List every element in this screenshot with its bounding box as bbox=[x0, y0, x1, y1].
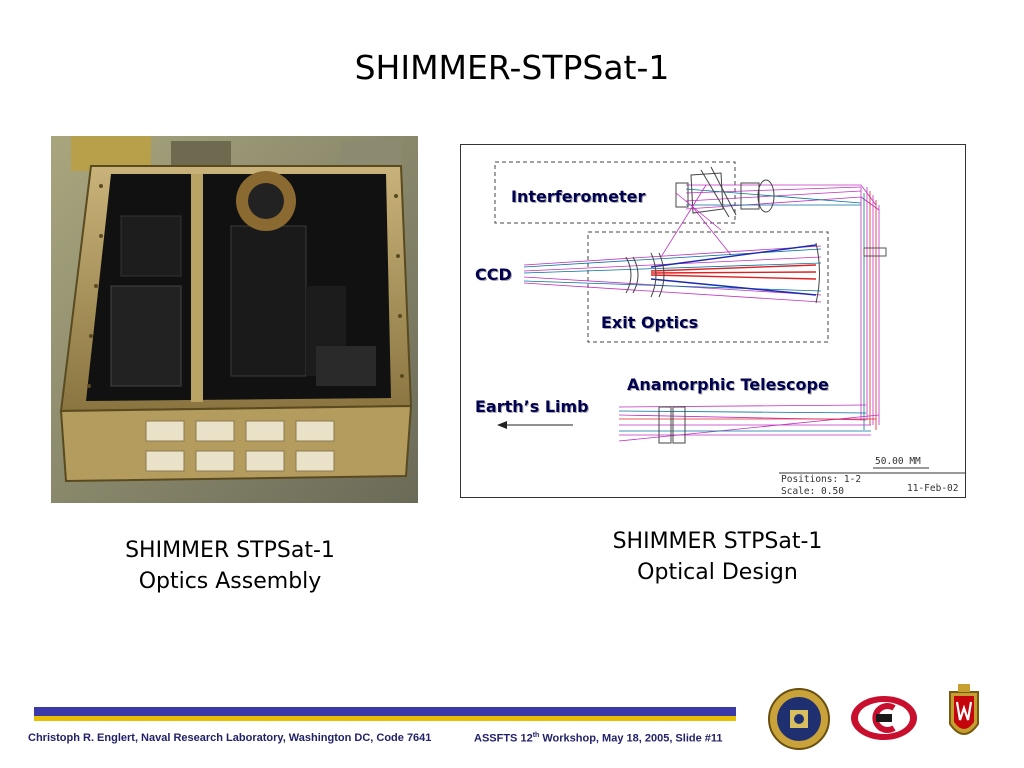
optical-design-diagram: Interferometer CCD Exit Optics Anamorphi… bbox=[460, 144, 966, 498]
design-caption-line1: SHIMMER STPSat-1 bbox=[612, 529, 823, 554]
mascot-shield-logo bbox=[851, 696, 917, 740]
footer-bar-blue bbox=[34, 707, 736, 716]
footer-workshop: ASSFTS 12th Workshop, May 18, 2005, Slid… bbox=[474, 732, 723, 745]
earths-limb-label: Earth’s Limb bbox=[475, 397, 589, 416]
anamorphic-telescope-label: Anamorphic Telescope bbox=[627, 375, 829, 394]
footer-author: Christoph R. Englert, Naval Research Lab… bbox=[28, 732, 432, 744]
slide-title: SHIMMER-STPSat-1 bbox=[354, 48, 670, 87]
optics-assembly-photo bbox=[51, 136, 418, 503]
positions-text: Positions: 1-2 bbox=[781, 474, 862, 485]
ccd-label: CCD bbox=[475, 265, 512, 284]
scale-text: Scale: 0.50 bbox=[781, 486, 844, 497]
university-crest-logo bbox=[949, 684, 979, 735]
assembly-caption-line1: SHIMMER STPSat-1 bbox=[125, 538, 335, 563]
scale-bar-label: 50.00 MM bbox=[875, 456, 921, 467]
nrl-seal-logo bbox=[768, 688, 830, 750]
footer-bar-yellow bbox=[34, 716, 736, 721]
exit-optics-label: Exit Optics bbox=[601, 313, 699, 332]
assembly-caption: SHIMMER STPSat-1 Optics Assembly bbox=[60, 535, 400, 597]
design-caption: SHIMMER STPSat-1 Optical Design bbox=[560, 526, 875, 588]
design-caption-line2: Optical Design bbox=[637, 560, 798, 585]
date-text: 11-Feb-02 bbox=[907, 483, 959, 494]
interferometer-label: Interferometer bbox=[511, 187, 646, 206]
assembly-caption-line2: Optics Assembly bbox=[138, 569, 322, 594]
